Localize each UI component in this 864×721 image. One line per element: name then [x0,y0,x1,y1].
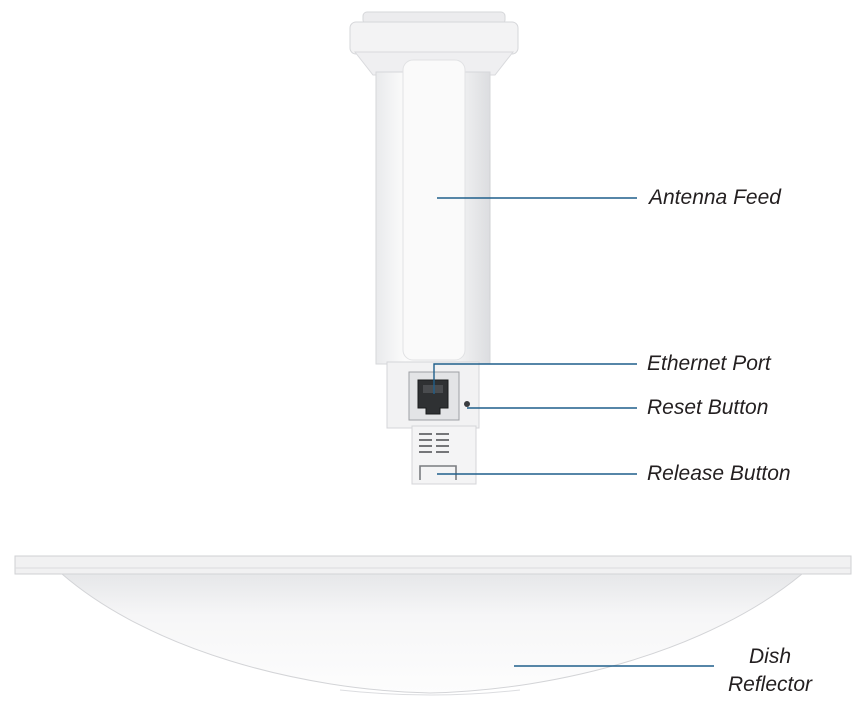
port-housing [386,361,480,485]
label-antenna-feed: Antenna Feed [649,186,781,209]
label-reset-button: Reset Button [647,396,769,419]
leader-lines [433,197,714,667]
release-button-icon [419,465,457,480]
feed-collar [349,21,519,55]
feed-tube-face [402,59,466,361]
label-dish-line2: Reflector [727,673,813,696]
dish-base [339,689,521,696]
leader-ethernet-port [433,363,637,394]
vent-icon [419,433,449,453]
reset-button-icon [464,401,470,407]
dish-reflector [14,555,852,696]
label-dish-line1: Dish [748,645,791,668]
dish-bowl [60,573,804,694]
label-ethernet-port: Ethernet Port [647,352,771,375]
label-dish-reflector: Dish Reflector [700,643,840,699]
ethernet-port-icon [417,379,449,415]
antenna-feed [349,11,519,365]
label-release-button: Release Button [647,462,791,485]
dish-rim [14,555,852,575]
